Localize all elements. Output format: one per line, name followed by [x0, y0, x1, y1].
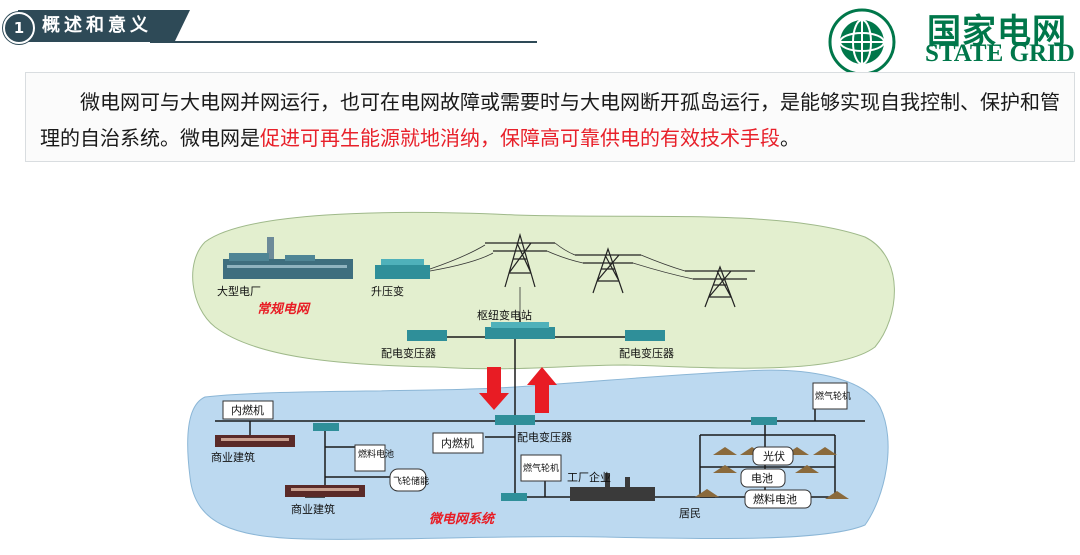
logo-chinese-text: 国家电网 — [927, 12, 1067, 52]
transmission-tower-icon — [685, 265, 755, 308]
fuel-cell-right-label: 燃料电池 — [753, 492, 797, 506]
micro-transformer-icon — [751, 417, 777, 425]
factory-label: 工厂企业 — [567, 470, 611, 484]
microgrid-diagram: 大型电厂 升压变 枢纽变电站 配电变压器 配电变压器 常规电网 内燃机 商业建筑… — [187, 211, 895, 540]
battery-label: 电池 — [751, 472, 773, 485]
step-up-transformer-icon — [375, 259, 430, 279]
ice-top-label: 内燃机 — [231, 403, 264, 417]
micro-transformer-icon — [313, 423, 339, 431]
logo-english-text: STATE GRID — [925, 40, 1075, 67]
section-number-badge: 1 — [3, 12, 35, 44]
ice-center-label: 内燃机 — [441, 436, 474, 450]
hub-station-label: 枢纽变电站 — [477, 308, 532, 322]
paragraph-highlight: 促进可再生能源就地消纳，保障高可靠供电的有效技术手段 — [260, 126, 780, 150]
arrow-down-icon — [479, 367, 509, 410]
conventional-grid-area — [192, 211, 895, 370]
fuel-cell-label: 燃料电池 — [358, 448, 394, 460]
commercial-1-label: 商业建筑 — [211, 450, 255, 464]
fuel-cell-right-box — [744, 489, 812, 509]
battery-box — [740, 468, 786, 488]
conventional-grid-label: 常规电网 — [257, 301, 311, 317]
residents-label: 居民 — [679, 507, 701, 520]
commercial-2-label: 商业建筑 — [291, 502, 335, 516]
section-title-bar — [18, 10, 190, 42]
power-plant-icon — [223, 237, 353, 279]
distribution-transformer-icon — [407, 330, 447, 341]
hub-substation-icon — [485, 322, 555, 339]
gas-turbine-center-box — [520, 454, 562, 482]
residential-houses-icon — [695, 447, 849, 499]
pv-label: 光伏 — [763, 449, 785, 463]
intro-paragraph: 微电网可与大电网并网运行，也可在电网故障或需要时与大电网断开孤岛运行，是能够实现… — [40, 84, 1070, 156]
fuel-cell-box — [354, 444, 386, 472]
transmission-tower-icon — [485, 232, 555, 288]
gas-turbine-right-label: 燃气轮机 — [815, 390, 851, 402]
dist-transformer-right-label: 配电变压器 — [619, 346, 674, 360]
flywheel-box — [389, 468, 427, 492]
section-underline — [150, 41, 537, 43]
pv-box — [752, 446, 794, 466]
arrow-up-icon — [527, 367, 557, 413]
micro-transformer-icon — [495, 415, 535, 425]
ice-box-top — [222, 400, 274, 420]
section-title: 概述和意义 — [42, 15, 152, 36]
intro-text-box — [25, 72, 1075, 162]
factory-icon — [570, 473, 655, 501]
dist-transformer-left-label: 配电变压器 — [381, 346, 436, 360]
micro-transformer-icon — [501, 493, 527, 501]
transmission-lines — [429, 242, 694, 317]
power-plant-label: 大型电厂 — [217, 284, 261, 298]
gas-turbine-right-box — [812, 382, 848, 410]
state-grid-logo-icon — [828, 8, 896, 76]
paragraph-text: 微电网可与大电网并网运行，也可在电网故障或需要时与大电网断开孤岛运行，是能够实现… — [40, 90, 1060, 150]
gas-turbine-center-label: 燃气轮机 — [523, 462, 559, 474]
microgrid-system-label: 微电网系统 — [429, 511, 496, 527]
ice-box-center — [432, 432, 484, 454]
transmission-tower-icon — [575, 247, 641, 294]
flywheel-label: 飞轮储能 — [393, 475, 429, 487]
paragraph-end: 。 — [780, 126, 800, 150]
distribution-transformer-icon — [625, 330, 665, 341]
dist-center-label: 配电变压器 — [517, 430, 572, 444]
step-up-label: 升压变 — [371, 284, 404, 298]
